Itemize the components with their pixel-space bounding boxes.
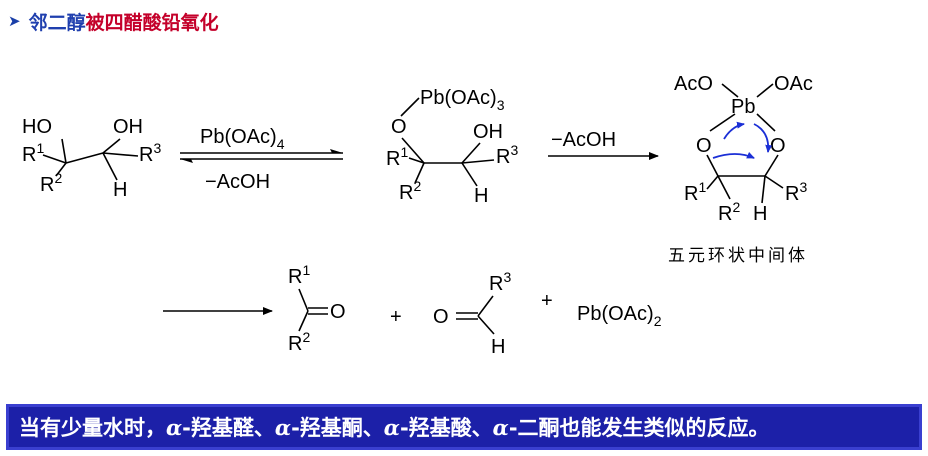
oh-label-2: OH: [473, 121, 503, 143]
oh-label: OH: [113, 116, 143, 138]
alpha-symbol-4: α: [492, 414, 509, 440]
reagent-minus-acoh-2: −AcOH: [551, 129, 616, 151]
banner-seg1: 当有少量水时，: [19, 416, 166, 440]
r3-label-2: R3: [496, 142, 518, 168]
r1-label-3: R1: [684, 179, 706, 205]
h-label: H: [113, 179, 127, 201]
reagent-minus-acoh-1: −AcOH: [205, 171, 270, 193]
r2-label-2: R2: [399, 178, 421, 204]
aco-label: AcO: [674, 73, 713, 95]
diol-molecule: HO OH R1 R3 R2 H: [22, 116, 161, 201]
o-right-label: O: [770, 135, 786, 157]
h-label-4: H: [491, 336, 505, 358]
h-label-3: H: [753, 203, 767, 225]
r1-label: R1: [22, 140, 44, 166]
r2-label-4: R2: [288, 329, 310, 355]
slide-title: ➤ 邻二醇 被四醋酸铅氧化: [8, 8, 219, 34]
r1-label-4: R1: [288, 262, 310, 288]
cyclic-intermediate: AcO OAc Pb O O R1 R3 R2 H: [674, 73, 813, 225]
o-left-label: O: [696, 135, 712, 157]
r3-label-4: R3: [489, 269, 511, 295]
banner-seg2: -羟基醛、: [182, 416, 275, 440]
oac-label: OAc: [774, 73, 813, 95]
banner-seg3: -羟基酮、: [291, 416, 384, 440]
reaction-scheme: HO OH R1 R3 R2 H Pb(OAc)4 −AcOH Pb(OAc)3…: [22, 73, 813, 358]
pb-label: Pb: [731, 96, 755, 118]
o-label: O: [391, 116, 407, 138]
banner-seg5: -二酮也能发生类似的反应。: [508, 416, 770, 440]
intermediate-caption: 五元环状中间体: [668, 246, 808, 266]
r3-label: R3: [139, 140, 161, 166]
banner-seg4: -羟基酸、: [399, 416, 493, 440]
pboac3-label: Pb(OAc)3: [420, 87, 505, 113]
title-part-oxidation: 被四醋酸铅氧化: [85, 11, 219, 34]
products: R1 O R2 + O R3 H + Pb(OAc)2: [163, 262, 662, 358]
h-label-2: H: [474, 185, 488, 207]
r2-label-3: R2: [718, 199, 740, 225]
bullet-arrow-icon: ➤: [8, 12, 21, 30]
plus-sign-1: +: [390, 306, 402, 328]
r1-label-2: R1: [386, 144, 408, 170]
carbonyl-o-label: O: [330, 301, 346, 323]
equilibrium-arrows: Pb(OAc)4 −AcOH: [180, 126, 343, 193]
alpha-symbol-1: α: [166, 414, 183, 440]
aldehyde-o-label: O: [433, 306, 449, 328]
plus-sign-2: +: [541, 290, 553, 312]
pboac2-label: Pb(OAc)2: [577, 303, 662, 329]
alpha-symbol-2: α: [274, 414, 292, 440]
title-part-diol: 邻二醇: [28, 11, 86, 34]
note-banner: 当有少量水时， α -羟基醛、 α -羟基酮、 α -羟基酸、 α -二酮也能发…: [6, 404, 922, 450]
lead-ester-molecule: Pb(OAc)3 O OH R1 R3 R2 H: [386, 87, 518, 207]
reagent-pboac4: Pb(OAc)4: [200, 126, 285, 152]
r3-label-3: R3: [785, 179, 807, 205]
alpha-symbol-3: α: [383, 414, 400, 440]
r2-label: R2: [40, 170, 62, 196]
step2-arrow: −AcOH: [548, 129, 659, 160]
ho-label: HO: [22, 116, 52, 138]
